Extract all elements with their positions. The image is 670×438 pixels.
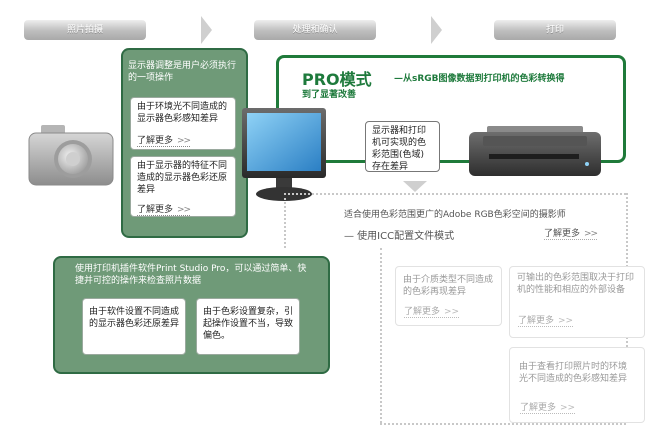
dotted-connector [380, 248, 382, 423]
media-type-text: 由于介质类型不同造成的色彩再现差异 [403, 275, 494, 297]
step-arrow-icon [201, 16, 212, 44]
chevron-right-icon: >> [444, 307, 460, 317]
learn-more-link[interactable]: 了解更多>> [137, 133, 191, 147]
step-print[interactable]: 打印 [494, 20, 616, 40]
learn-more-label: 了解更多 [544, 229, 581, 239]
chevron-right-icon: >> [560, 403, 576, 413]
icc-line2: — 使用ICC配置文件模式 [344, 231, 455, 242]
monitor-adjust-title: 显示器调整是用户必须执行的一项操作 [128, 61, 237, 83]
chevron-right-icon: >> [177, 136, 191, 146]
chevron-down-icon [403, 181, 427, 192]
gamut-diff-text: 显示器和打印机可实现的色彩范围(色域)存在差异 [372, 126, 427, 172]
ambient-light-text: 由于环境光不同造成的显示器色彩感知差异 [137, 102, 228, 124]
learn-more-label: 了解更多 [520, 403, 557, 413]
learn-more-link[interactable]: 了解更多>> [137, 202, 191, 216]
learn-more-label: 了解更多 [404, 307, 441, 317]
learn-more-link[interactable]: 了解更多>> [520, 400, 576, 414]
viewing-light-box [509, 347, 645, 423]
ambient-light-box: 由于环境光不同造成的显示器色彩感知差异 [130, 97, 236, 150]
step-arrow-icon [431, 16, 442, 44]
icc-learn-more-link[interactable]: 了解更多>> [544, 226, 598, 240]
chevron-right-icon: >> [558, 316, 574, 326]
camera-icon [28, 125, 114, 186]
print-studio-title: 使用打印机插件软件Print Studio Pro，可以通过简单、快捷并可控的操… [75, 264, 307, 286]
learn-more-label: 了解更多 [137, 205, 174, 215]
printer-icon [469, 126, 601, 176]
dotted-connector [380, 423, 626, 425]
color-setting-text: 由于色彩设置复杂，引起操作设置不当，导致偏色。 [203, 307, 294, 341]
step-photo-capture[interactable]: 照片拍摄 [24, 20, 146, 40]
learn-more-label: 了解更多 [137, 136, 174, 146]
step-label: 照片拍摄 [66, 25, 103, 35]
color-setting-box: 由于色彩设置复杂，引起操作设置不当，导致偏色。 [196, 298, 300, 355]
chevron-right-icon: >> [584, 229, 598, 239]
learn-more-label: 了解更多 [518, 316, 555, 326]
media-type-box [395, 266, 502, 326]
monitor-character-box: 由于显示器的特征不同造成的显示器色彩还原差异 [130, 156, 236, 217]
learn-more-link[interactable]: 了解更多>> [518, 313, 574, 327]
output-gamut-text: 可输出的色彩范围取决于打印机的性能和相应的外部设备 [517, 273, 635, 295]
icc-line1: 适合使用色彩范围更广的Adobe RGB色彩空间的摄影师 [344, 210, 566, 220]
viewing-light-text: 由于查看打印照片时的环境光不同造成的色彩感知差异 [519, 362, 628, 384]
software-setting-text: 由于软件设置不同造成的显示器色彩还原差异 [89, 307, 180, 329]
dotted-connector [284, 193, 626, 195]
pro-mode-subtitle: —从sRGB图像数据到打印机的色彩转换得 [394, 74, 565, 84]
learn-more-link[interactable]: 了解更多>> [404, 304, 460, 318]
step-label: 处理和确认 [292, 25, 338, 35]
pro-mode-title: PRO模式 [302, 70, 372, 89]
chevron-right-icon: >> [177, 205, 191, 215]
software-setting-box: 由于软件设置不同造成的显示器色彩还原差异 [82, 298, 186, 355]
step-label: 打印 [545, 25, 564, 35]
step-processing[interactable]: 处理和确认 [254, 20, 376, 40]
dotted-connector [284, 193, 286, 248]
monitor-character-text: 由于显示器的特征不同造成的显示器色彩还原差异 [137, 161, 228, 195]
monitor-icon [242, 108, 326, 201]
pro-mode-subtitle-cont: 到了显著改善 [302, 90, 357, 100]
gamut-diff-box: 显示器和打印机可实现的色彩范围(色域)存在差异 [365, 121, 440, 172]
